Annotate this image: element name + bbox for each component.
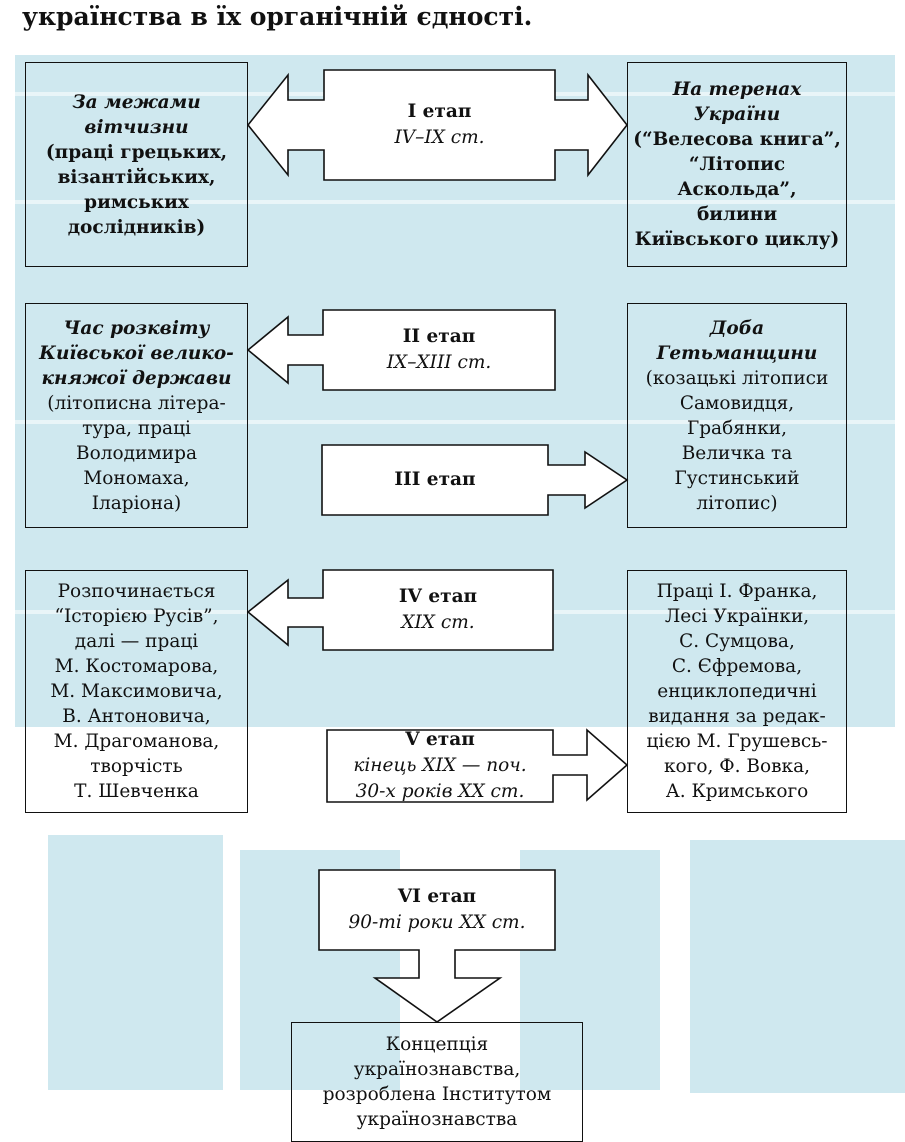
franko-works-box: Праці І. Франка, Лесі Українки, С. Сумцо…	[627, 570, 847, 813]
stage-6-down-arrow	[318, 869, 556, 1023]
concept-box: Концепція українознавства, розроблена Ін…	[291, 1022, 583, 1142]
stage-4-left-arrow	[246, 569, 554, 651]
stage-2-label: II етап IX–XIII ст.	[323, 310, 555, 390]
stage-3-name: III етап	[394, 469, 476, 490]
stage-4-name: IV етап	[398, 586, 478, 607]
stage-1-name: I етап	[407, 101, 472, 122]
franko-works-body: Праці І. Франка, Лесі Українки, С. Сумцо…	[646, 581, 828, 802]
abroad-sources-box: За межами вітчизни (праці грецьких, віза…	[25, 62, 248, 267]
watermark-letter-p	[690, 840, 905, 1093]
stage-2-dates: IX–XIII ст.	[386, 352, 492, 373]
watermark-letter-m	[48, 835, 223, 1090]
ukraine-sources-box: На теренах України (“Велесова книга”, “Л…	[627, 62, 847, 267]
hetmanate-body: (козацькі літописи Самовидця, Грабянки, …	[645, 367, 829, 514]
arrows-layer	[246, 69, 629, 1023]
stage-5-right-arrow	[326, 728, 629, 803]
stage-6-label: VI етап 90-ті роки XX ст.	[319, 870, 555, 950]
stage-1-label: I етап IV–IX ст.	[324, 70, 555, 180]
stage-4-label: IV етап XIX ст.	[323, 570, 553, 650]
stage-5-label: V етап кінець XIX — поч. 30-х років XX с…	[327, 729, 553, 802]
kyiv-title: Час розквіту Київської велико- княжої де…	[39, 317, 234, 389]
ukraine-body: (“Велесова книга”, “Літопис Аскольда”, б…	[633, 129, 841, 250]
stage-3-right-arrow	[321, 444, 629, 516]
history-of-rus-box: Розпочинається “Історією Русів”, далі — …	[25, 570, 248, 813]
stage-1-dates: IV–IX ст.	[394, 127, 485, 148]
kyiv-body: (літописна літера- тура, праці Володимир…	[47, 392, 226, 514]
abroad-body: (праці грецьких, візантійських, римських…	[45, 141, 228, 238]
concept-body: Концепція українознавства, розроблена Ін…	[322, 1034, 552, 1130]
kyiv-state-box: Час розквіту Київської велико- княжої де…	[25, 303, 248, 528]
stage-2-left-arrow	[246, 309, 556, 391]
stage-6-name: VI етап	[397, 886, 477, 907]
history-of-rus-body: Розпочинається “Історією Русів”, далі — …	[50, 581, 223, 802]
abroad-title: За межами вітчизни	[72, 91, 201, 138]
stage-2-name: II етап	[402, 326, 476, 347]
intro-text: українства в їх органічній єдності.	[22, 2, 533, 31]
stage-5-name: V етап	[405, 729, 475, 750]
stage-3-label: III етап	[322, 445, 548, 515]
stage-6-dates: 90-ті роки XX ст.	[348, 912, 526, 933]
stage-5-dates: кінець XIX — поч. 30-х років XX ст.	[353, 755, 527, 802]
hetmanate-box: Доба Гетьманщини (козацькі літописи Само…	[627, 303, 847, 528]
stage-4-dates: XIX ст.	[401, 612, 475, 633]
ukraine-title: На теренах України	[672, 79, 802, 125]
hetmanate-title: Доба Гетьманщини	[656, 317, 818, 364]
